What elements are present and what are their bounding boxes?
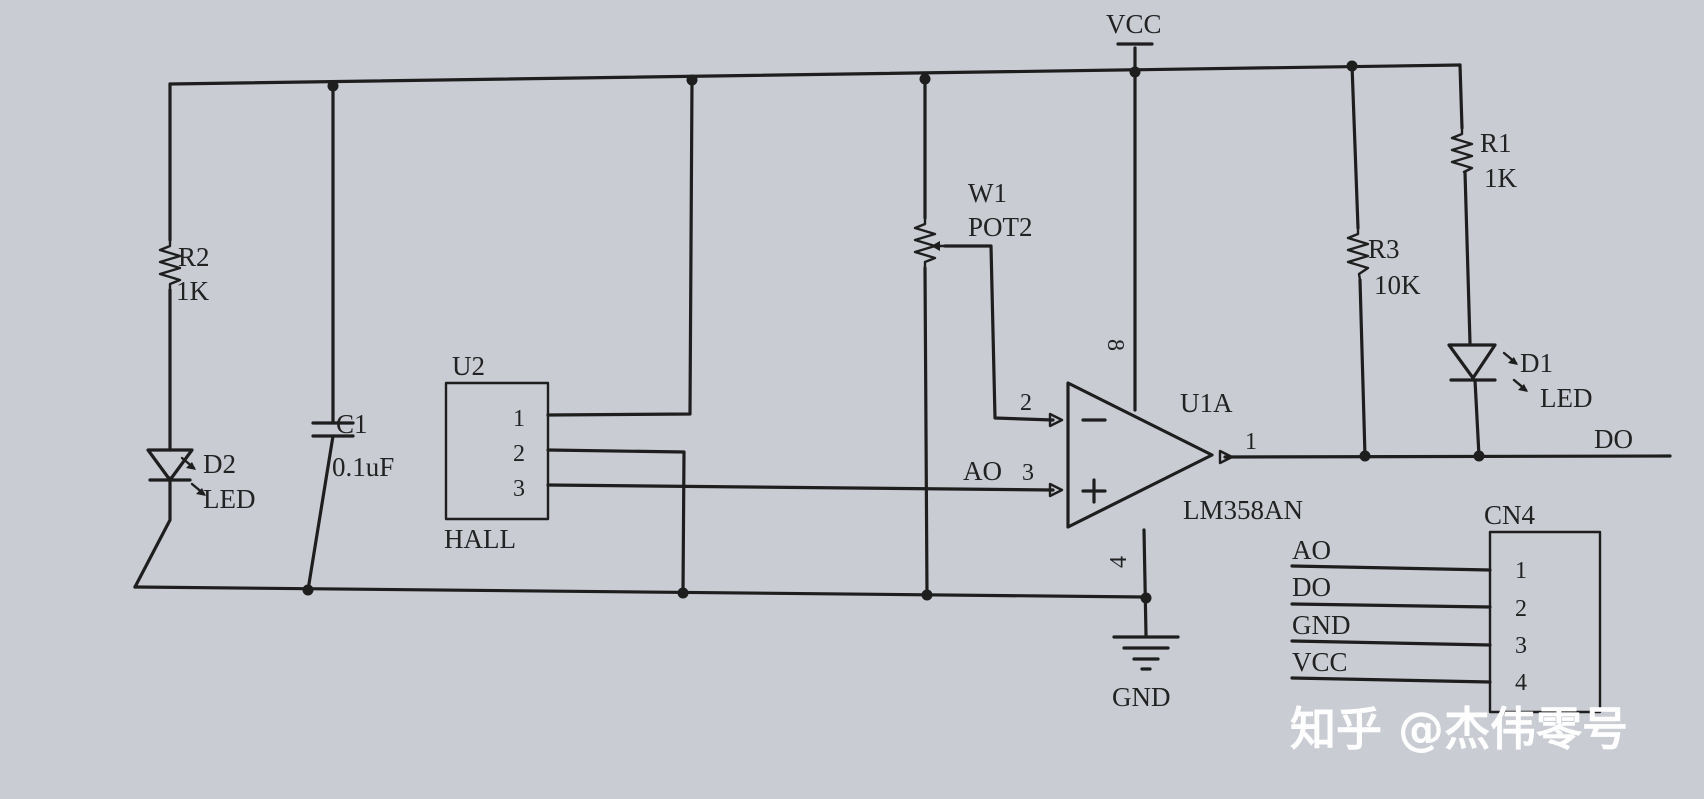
u2-ref: U2 xyxy=(452,351,485,381)
led-d1: D1 LED xyxy=(1447,343,1592,413)
cn4-pin-3: 3 xyxy=(1515,633,1527,659)
opamp-u1a: 8 4 2 3 1 U1A LM358AN xyxy=(1020,339,1303,568)
cn4-net-gnd: GND xyxy=(1292,610,1351,640)
junction-dot xyxy=(919,73,931,85)
junction-dots xyxy=(302,60,1485,604)
wire-r3-bottom xyxy=(1358,278,1367,458)
d1-body xyxy=(1447,343,1497,380)
hall-sensor-u2: U2 1 2 3 HALL xyxy=(444,351,550,554)
vcc-symbol: VCC xyxy=(1106,9,1162,46)
d2-value: LED xyxy=(203,484,255,514)
r2-value: 1K xyxy=(176,276,210,306)
u2-pin-2: 2 xyxy=(513,441,525,467)
wire-r1-top xyxy=(1458,63,1464,130)
c1-ref: C1 xyxy=(336,409,368,439)
opamp-plus-sign xyxy=(1081,478,1107,504)
wire-r1-d1 xyxy=(1463,170,1472,345)
cn4-ref: CN4 xyxy=(1484,500,1536,530)
junction-dot xyxy=(1129,66,1141,78)
opamp-pin-gnd: 4 xyxy=(1106,556,1132,568)
junction-dot xyxy=(302,584,314,596)
wire-w1-wiper xyxy=(943,244,1055,422)
net-do-label: DO xyxy=(1594,424,1633,454)
d1-ref: D1 xyxy=(1520,348,1553,378)
wire-cn4-1 xyxy=(1290,564,1492,572)
junction-dot xyxy=(1140,592,1152,604)
resistor-r3: R3 10K xyxy=(1346,226,1421,300)
wire-c1-bottom xyxy=(306,434,335,592)
wire-cn4-3 xyxy=(1290,639,1492,647)
wire-do xyxy=(1223,454,1672,459)
wire-cn4-2 xyxy=(1290,602,1492,609)
connector-cn4: CN4 1 2 3 4 AO DO GND VCC xyxy=(1292,500,1602,714)
junction-dot xyxy=(1359,450,1371,462)
opamp-pin-plus: 3 xyxy=(1022,460,1034,486)
r2-ref: R2 xyxy=(178,242,210,272)
gnd-label: GND xyxy=(1112,682,1171,712)
junction-dot xyxy=(921,589,933,601)
u2-pin-1: 1 xyxy=(513,406,525,432)
cn4-pin-4: 4 xyxy=(1515,670,1527,696)
w1-ref: W1 xyxy=(968,178,1007,208)
r3-ref: R3 xyxy=(1368,234,1400,264)
u1a-value: LM358AN xyxy=(1183,495,1303,525)
wire-opamp-gnd xyxy=(1142,528,1148,637)
cn4-net-vcc: VCC xyxy=(1292,647,1348,677)
cn4-pin-1: 1 xyxy=(1515,558,1527,584)
w1-value: POT2 xyxy=(968,212,1033,242)
cn4-net-do: DO xyxy=(1292,572,1331,602)
opamp-pin-minus: 2 xyxy=(1020,390,1032,416)
junction-dot xyxy=(677,587,689,599)
r1-value: 1K xyxy=(1484,163,1518,193)
potentiometer-w1: W1 POT2 xyxy=(913,178,1033,270)
opamp-triangle xyxy=(1066,381,1214,529)
cn4-pin-2: 2 xyxy=(1515,596,1527,622)
watermark-text: 知乎 @杰伟零号 xyxy=(1290,702,1628,756)
net-ao-label: AO xyxy=(963,456,1002,486)
opamp-pin-vcc: 8 xyxy=(1102,339,1128,351)
d1-value: LED xyxy=(1540,383,1592,413)
led-d2: D2 LED xyxy=(146,448,255,514)
wire-u2-pin3 xyxy=(546,483,1055,492)
d2-ref: D2 xyxy=(203,449,236,479)
cn4-net-ao: AO xyxy=(1292,535,1331,565)
junction-dot xyxy=(1346,60,1358,72)
junction-dot xyxy=(686,74,698,86)
junction-dot xyxy=(327,80,339,92)
u1a-ref: U1A xyxy=(1180,388,1233,418)
resistor-r1: R1 1K xyxy=(1450,126,1518,193)
wires xyxy=(133,46,1672,684)
vcc-label: VCC xyxy=(1106,9,1162,39)
wire-u2-pin2 xyxy=(546,448,686,595)
wire-w1-bottom xyxy=(923,266,929,597)
gnd-rail xyxy=(133,585,1149,599)
r1-ref: R1 xyxy=(1480,128,1512,158)
capacitor-c1: C1 0.1uF xyxy=(311,409,394,482)
r3-value: 10K xyxy=(1374,270,1421,300)
u2-value: HALL xyxy=(444,524,516,554)
wire-d2-bottom xyxy=(133,476,172,589)
gnd-symbol: GND xyxy=(1112,635,1180,712)
vcc-rail xyxy=(168,63,1462,86)
junction-dot xyxy=(1473,450,1485,462)
c1-value: 0.1uF xyxy=(332,452,394,482)
opamp-pin-out: 1 xyxy=(1245,429,1257,455)
wire-r3-top xyxy=(1350,63,1360,230)
wire-cn4-4 xyxy=(1290,676,1492,684)
wire-d1-bottom xyxy=(1473,378,1481,458)
resistor-r2: R2 1K xyxy=(158,238,210,306)
u2-pin-3: 3 xyxy=(513,476,525,502)
wire-u2-pin1 xyxy=(546,78,694,417)
